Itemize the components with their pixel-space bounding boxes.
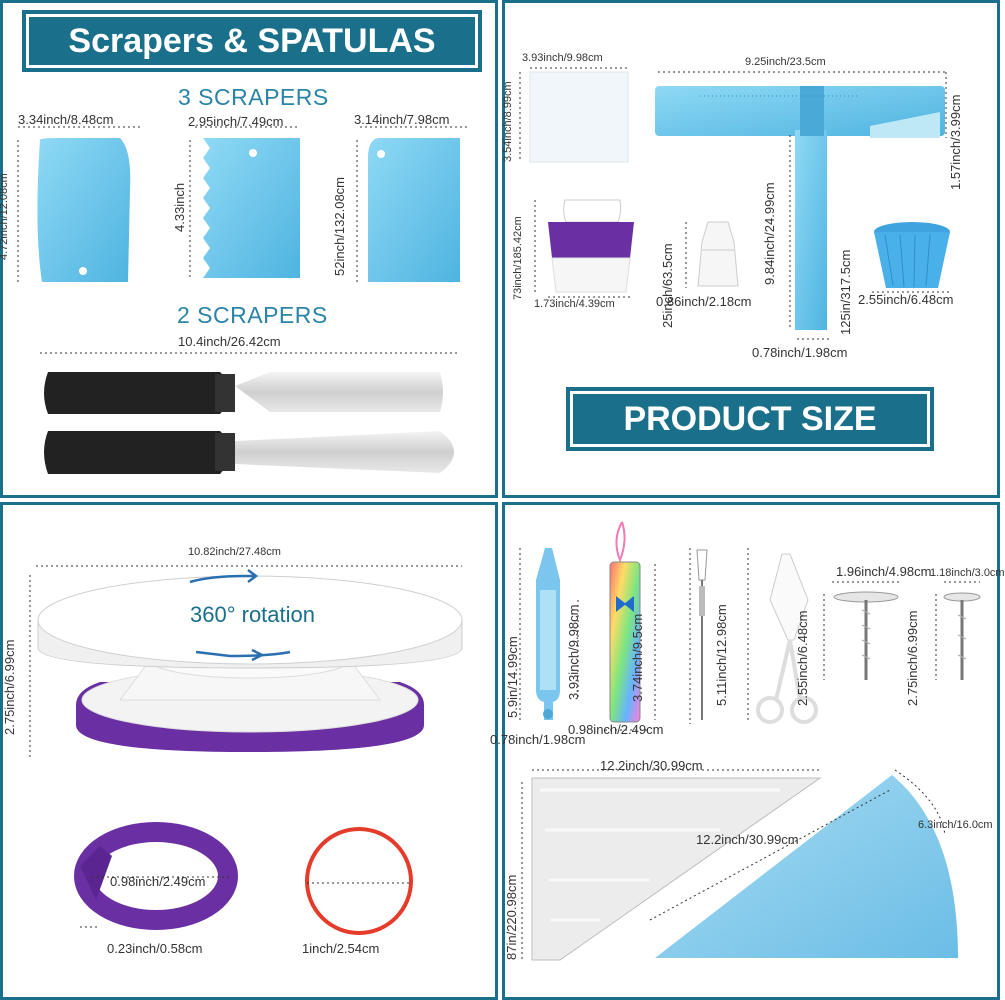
dim-ruler-width: 9.25inch/23.5cm <box>745 56 826 68</box>
three-scrapers-label: 3 SCRAPERS <box>178 84 329 110</box>
cleaning-brush-shape <box>696 549 708 720</box>
dim-clip-thickness: 0.23inch/0.58cm <box>107 941 203 956</box>
product-size-banner: PRODUCT SIZE <box>566 387 934 451</box>
rotation-label: 360° rotation <box>190 602 315 627</box>
dim-nail-large-width: 1.96inch/4.98cm <box>836 564 932 579</box>
dim-square-height: 3.54inch/8.99cm <box>502 81 514 162</box>
dim-bag-tip: 6.3inch/16.0cm <box>918 819 993 831</box>
dim-scraper1-height: 4.72inch/12.08cm <box>0 173 10 260</box>
dim-bag-side: 12.2inch/30.99cm <box>696 832 799 847</box>
dim-ruler-long: 9.84inch/24.99cm <box>762 182 777 285</box>
dim-tube-height: 3.74inch/9.5cm <box>630 613 645 702</box>
title-banner: Scrapers & SPATULAS <box>22 10 482 72</box>
coupler-small-shape <box>697 221 739 287</box>
dim-ruler-foot: 0.78inch/1.98cm <box>752 345 848 360</box>
two-scrapers-label: 2 SCRAPERS <box>177 302 328 328</box>
dim-ruler-height: 1.57inch/3.99cm <box>948 94 963 190</box>
dim-scraper3-height: 52inch/132.08cm <box>332 176 347 276</box>
dim-square-width: 3.93inch/9.98cm <box>522 52 603 64</box>
dim-bag-height: 87in/220.98cm <box>504 874 519 960</box>
sprinkle-tube-shape <box>609 521 641 723</box>
flower-lifter-shape <box>756 553 818 724</box>
scraper-straight-shape <box>368 138 460 282</box>
dim-ruler-long-alt: 125in/317.5cm <box>838 249 853 335</box>
dim-nail-large-height: 2.75inch/6.99cm <box>905 610 920 706</box>
dim-scraper1-width: 3.34inch/8.48cm <box>18 112 114 127</box>
dim-bottle-height-2: 3.93inch/9.98cm <box>566 604 581 700</box>
adjustable-ruler-shape <box>655 86 945 330</box>
coupler-large-shape <box>548 199 634 293</box>
dim-scissor-height: 2.55inch/6.48cm <box>795 610 810 706</box>
spatula-offset-shape <box>44 372 443 414</box>
dim-band-diameter: 1inch/2.54cm <box>302 941 380 956</box>
scraper-round-shape <box>37 138 131 282</box>
silicone-cup-shape <box>874 222 950 288</box>
flower-nail-large-shape <box>833 591 899 680</box>
dim-cup-width: 2.55inch/6.48cm <box>858 292 954 307</box>
dim-scraper3-width: 3.14inch/7.98cm <box>354 112 450 127</box>
dim-coupler-large-height: 73inch/185.42cm <box>512 216 524 300</box>
dim-bottle-width: 0.78inch/1.98cm <box>490 732 586 747</box>
dim-scraper2-height: 4.33inch <box>172 182 187 232</box>
scraper-comb-shape <box>203 138 300 278</box>
purple-clip-ring-shape <box>74 822 238 930</box>
dim-clip-width: 0.98inch/2.49cm <box>110 874 206 889</box>
rubber-band-shape <box>305 827 413 935</box>
dim-turntable-width: 10.82inch/27.48cm <box>188 546 281 558</box>
dim-bag-top: 12.2inch/30.99cm <box>600 758 703 773</box>
dim-coupler-small-height: 25inch/63.5cm <box>660 243 675 328</box>
dim-nail-small-width: 1.18inch/3.0cm <box>930 567 1005 579</box>
dim-spatula-length: 10.4inch/26.42cm <box>178 334 281 349</box>
dim-tube-width: 0.98inch/2.49cm <box>568 722 664 737</box>
squeeze-bottle-shape <box>536 548 560 720</box>
dim-bottle-height: 5.9in/14.99cm <box>505 636 520 718</box>
silicone-bag-shape <box>655 775 958 958</box>
dim-coupler-small-width: 0.86inch/2.18cm <box>656 294 752 309</box>
turntable-shape <box>37 569 463 752</box>
flower-nail-small-shape <box>943 592 981 680</box>
disposable-bag-shape <box>531 777 822 961</box>
dim-scraper2-width: 2.95inch/7.49cm <box>188 114 284 129</box>
dim-coupler-large-width: 1.73inch/4.39cm <box>534 298 615 310</box>
dim-brush-height: 5.11inch/12.98cm <box>714 604 729 706</box>
dim-turntable-height: 2.75inch/6.99cm <box>2 639 17 735</box>
spatula-straight-shape <box>44 431 454 474</box>
